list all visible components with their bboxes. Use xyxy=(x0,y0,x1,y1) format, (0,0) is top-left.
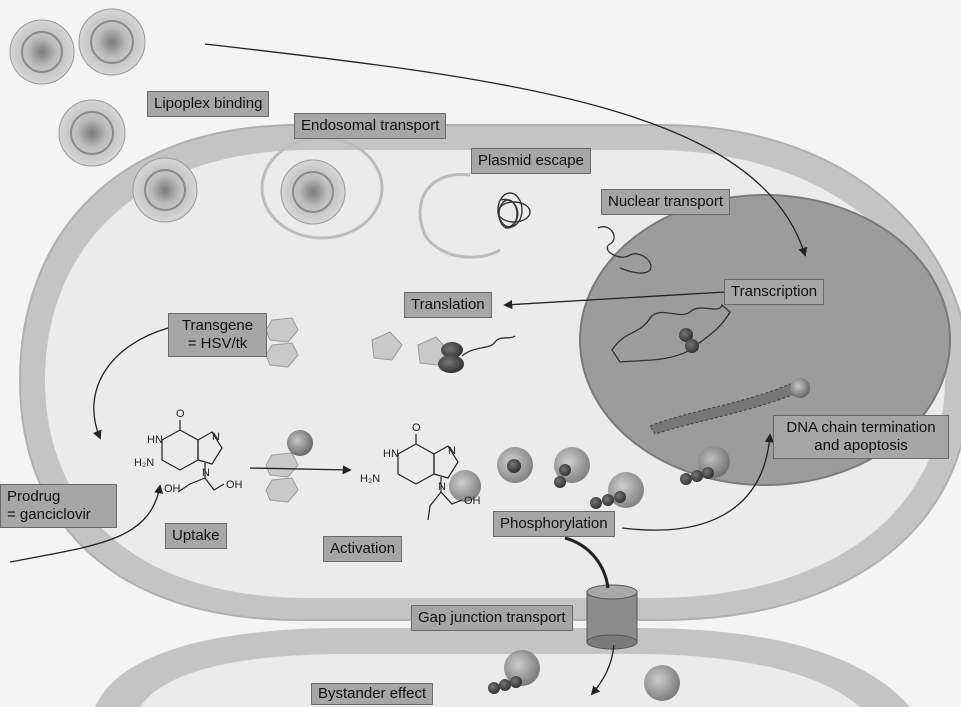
svg-text:O: O xyxy=(412,422,421,434)
svg-text:N: N xyxy=(212,431,220,443)
label-lipoplex-binding: Lipoplex binding xyxy=(147,91,269,117)
label-endosomal-transport: Endosomal transport xyxy=(294,113,446,139)
svg-text:O: O xyxy=(176,408,185,420)
label-nuclear-transport: Nuclear transport xyxy=(601,189,730,215)
label-dna-line2: and apoptosis xyxy=(780,437,942,455)
label-transcription: Transcription xyxy=(724,279,824,305)
svg-text:N: N xyxy=(202,467,210,479)
svg-text:OH: OH xyxy=(464,495,481,507)
label-prodrug: Prodrug = ganciclovir xyxy=(0,484,117,528)
svg-text:HN: HN xyxy=(147,434,163,446)
label-gap-junction-transport: Gap junction transport xyxy=(411,605,573,631)
svg-text:HN: HN xyxy=(383,448,399,460)
svg-text:N: N xyxy=(438,481,446,493)
ribosome-bottom xyxy=(438,355,464,373)
label-plasmid-escape: Plasmid escape xyxy=(471,148,591,174)
label-transgene-line2: = HSV/tk xyxy=(175,335,260,353)
label-bystander-effect: Bystander effect xyxy=(311,683,433,705)
label-transgene-line1: Transgene xyxy=(175,317,260,335)
label-dna-line1: DNA chain termination xyxy=(780,419,942,437)
svg-text:OH: OH xyxy=(226,479,243,491)
label-activation: Activation xyxy=(323,536,402,562)
label-prodrug-line1: Prodrug xyxy=(7,488,110,506)
gap-junction xyxy=(587,585,637,649)
dna-chain-terminus xyxy=(790,378,810,398)
label-translation: Translation xyxy=(404,292,492,318)
svg-text:H₂N: H₂N xyxy=(360,473,380,485)
label-dna-chain-termination: DNA chain termination and apoptosis xyxy=(773,415,949,459)
enzyme-ball xyxy=(287,430,313,456)
svg-text:OH: OH xyxy=(164,483,181,495)
label-phosphorylation: Phosphorylation xyxy=(493,511,615,537)
label-prodrug-line2: = ganciclovir xyxy=(7,506,110,524)
label-uptake: Uptake xyxy=(165,523,227,549)
svg-text:N: N xyxy=(448,445,456,457)
label-transgene: Transgene = HSV/tk xyxy=(168,313,267,357)
polymerase-2 xyxy=(685,339,699,353)
svg-text:H₂N: H₂N xyxy=(134,457,154,469)
